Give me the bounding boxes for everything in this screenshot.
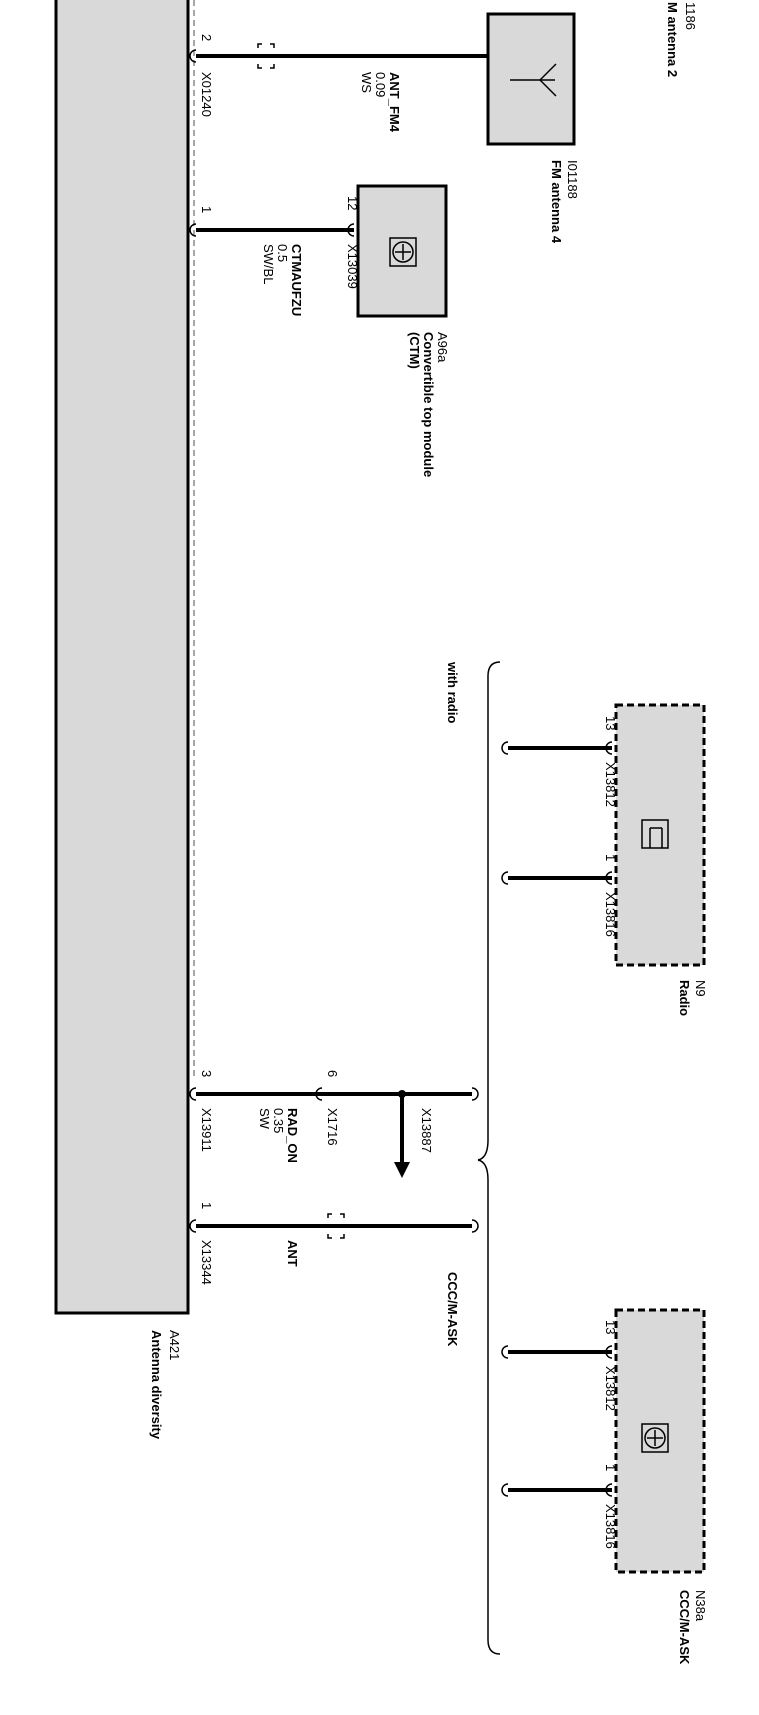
connector-x13816-ccc: X13816 [603, 1504, 618, 1549]
antenna-diversity-id: A421 [167, 1330, 182, 1360]
wire-ant: 1 X13344 ANT [189, 1202, 479, 1285]
shield-marker-ant [327, 1213, 345, 1239]
wire-radio-1: 1 X13816 [501, 854, 618, 937]
fm-antenna-4-name: FM antenna 4 [549, 160, 564, 244]
variant-with-radio: with radio [445, 661, 460, 723]
gauge-009: 0.09 [373, 72, 388, 97]
pin-13-ccc: 13 [603, 1320, 618, 1334]
pin-6: 6 [325, 1070, 340, 1077]
gauge-05: 0.5 [275, 244, 290, 262]
antenna-diversity-name: Antenna diversity [149, 1330, 164, 1440]
connector-x13039: X13039 [345, 244, 360, 289]
fm-antenna-2-name: M antenna 2 [665, 2, 680, 77]
ccc-module-box [614, 1308, 706, 1574]
connector-x13911: X13911 [199, 1108, 214, 1152]
radio-icon [641, 819, 669, 849]
color-ws: WS [359, 72, 374, 93]
radio-name: Radio [677, 980, 692, 1016]
pin-1-ccc: 1 [603, 1464, 618, 1471]
wire-ant-fm4: 2 X01240 ANT_FM4 0.09 WS [189, 34, 488, 133]
ctm-id: A96a [435, 332, 450, 363]
control-module-icon-ccc [641, 1423, 669, 1453]
antenna-icon [510, 63, 557, 97]
connector-x01240: X01240 [199, 72, 214, 117]
radio-module-box [614, 703, 706, 967]
variant-bracket [477, 661, 501, 1655]
pin-3: 3 [199, 1070, 214, 1077]
ccc-name: CCC/M-ASK [677, 1590, 692, 1665]
variant-ccc: CCC/M-ASK [445, 1272, 460, 1347]
pin-2: 2 [199, 34, 214, 41]
color-sw: SW [257, 1108, 272, 1130]
shield-marker [257, 43, 275, 69]
connector-x13812-ccc: X13812 [603, 1366, 618, 1411]
connector-x13344: X13344 [199, 1240, 214, 1285]
wire-ctmaufzu: 1 12 X13039 CTMAUFZU 0.5 SW/BL [189, 196, 360, 316]
signal-ctmaufzu: CTMAUFZU [289, 244, 304, 316]
wire-radio-13: 13 X13812 [501, 716, 618, 807]
fm-antenna-4-id: I01188 [565, 160, 580, 199]
signal-ant-fm4: ANT_FM4 [387, 72, 402, 133]
ctm-name: Convertible top module [421, 332, 436, 477]
connector-x13887: X13887 [419, 1108, 434, 1153]
color-swbl: SW/BL [261, 244, 276, 284]
signal-ant: ANT [285, 1240, 300, 1267]
pin-12: 12 [345, 196, 360, 210]
ctm-abbr: (CTM) [407, 332, 422, 369]
fm-antenna-2-id: 1186 [683, 2, 698, 30]
ccc-id: N38a [693, 1590, 708, 1622]
wire-ccc-13: 13 X13812 [501, 1320, 618, 1411]
ground-arrow [394, 1162, 410, 1178]
connector-x13812-radio: X13812 [603, 762, 618, 807]
pin-1-ant: 1 [199, 1202, 214, 1209]
radio-id: N9 [693, 980, 708, 997]
signal-rad-on: RAD_ON [285, 1108, 300, 1163]
antenna-diversity-module [54, 0, 190, 1315]
pin-1-radio: 1 [603, 854, 618, 861]
connector-x13816-radio: X13816 [603, 892, 618, 937]
connector-x1716: X1716 [325, 1108, 340, 1146]
wire-ccc-1: 1 X13816 [501, 1464, 618, 1549]
pin-13-radio: 13 [603, 716, 618, 730]
ctm-module-box [356, 184, 448, 318]
wire-rad-on: 3 X13911 6 X1716 X13887 RAD_ON 0.35 SW [189, 1070, 479, 1178]
fm-antenna-4-box [486, 12, 576, 146]
pin-1-ctm: 1 [199, 206, 214, 213]
control-module-icon [389, 237, 417, 267]
gauge-035: 0.35 [271, 1108, 286, 1133]
